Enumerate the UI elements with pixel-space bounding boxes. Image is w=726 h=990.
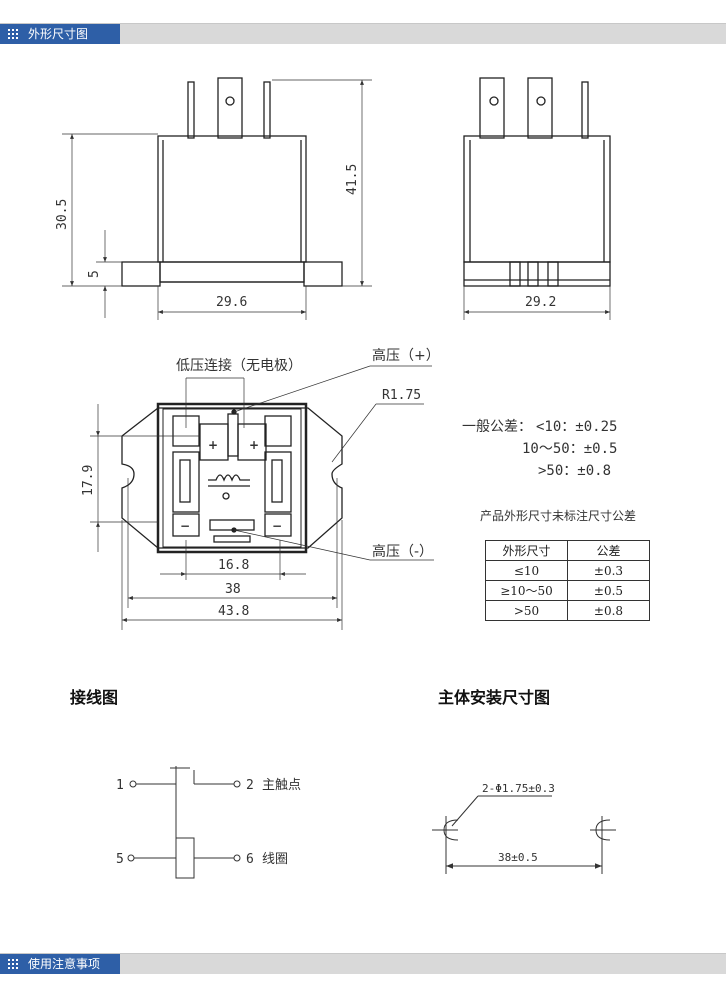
bottom-view-callouts (90, 365, 434, 630)
front-view-dims (62, 79, 372, 320)
low-voltage-label: 低压连接（无电极） (176, 357, 302, 374)
radius-label: R1.75 (382, 388, 421, 403)
table-row: ≥10～50 ±0.5 (485, 580, 650, 601)
side-view (463, 77, 611, 287)
table-header: 外形尺寸 (485, 540, 568, 561)
table-cell: ±0.8 (567, 600, 650, 621)
mounting-title: 主体安装尺寸图 (438, 688, 551, 707)
dim-29-2: 29.2 (525, 295, 556, 310)
dim-5: 5 (87, 270, 102, 278)
grid-icon (8, 29, 18, 39)
table-row: >50 ±0.8 (485, 600, 650, 621)
dim-17-9: 17.9 (81, 465, 96, 496)
tolerance-table: 外形尺寸 公差 ≤10 ±0.3 ≥10～50 ±0.5 >50 ±0.8 (485, 540, 650, 621)
table-cell: ±0.5 (567, 580, 650, 601)
wiring-main-contact: 主触点 (262, 778, 301, 793)
tolerance-table-caption: 产品外形尺寸未标注尺寸公差 (480, 508, 636, 523)
dim-38: 38 (225, 582, 241, 597)
section-bar-dimensions: 外形尺寸图 (0, 23, 726, 44)
wiring-title: 接线图 (70, 688, 119, 707)
general-tolerance-line3: >50：±0.8 (538, 463, 611, 479)
table-cell: ±0.3 (567, 560, 650, 581)
section-tab-dimensions: 外形尺寸图 (0, 24, 120, 44)
table-cell: ≥10～50 (485, 580, 568, 601)
table-cell: >50 (485, 600, 568, 621)
dim-29-6: 29.6 (216, 295, 247, 310)
mounting-hole-label: 2-Φ1.75±0.3 (482, 782, 555, 795)
grid-icon (8, 959, 18, 969)
dim-16-8: 16.8 (218, 558, 249, 573)
high-minus-label: 高压（-） (372, 543, 433, 560)
dim-30-5: 30.5 (55, 199, 70, 230)
minus-left: − (180, 519, 190, 533)
dim-41-5: 41.5 (345, 164, 360, 195)
wiring-pin-2: 2 (246, 778, 254, 793)
mounting-spacing-label: 38±0.5 (498, 851, 538, 864)
table-header: 公差 (567, 540, 650, 561)
section-tab-usage: 使用注意事项 (0, 954, 120, 974)
plus-right: + (249, 438, 259, 452)
section-title-usage: 使用注意事项 (28, 957, 101, 971)
table-row: ≤10 ±0.3 (485, 560, 650, 581)
mounting-diagram (432, 795, 616, 874)
high-plus-label: 高压（+） (372, 347, 440, 364)
minus-right: − (272, 519, 282, 533)
wiring-pin-1: 1 (116, 778, 124, 793)
wiring-coil: 线圈 (262, 852, 288, 867)
table-header-row: 外形尺寸 公差 (485, 540, 650, 561)
side-view-dims (463, 286, 611, 320)
table-cell: ≤10 (485, 560, 568, 581)
bottom-view (121, 402, 343, 554)
plus-left: + (208, 438, 218, 452)
section-title-dimensions: 外形尺寸图 (28, 27, 89, 41)
wiring-pin-5: 5 (116, 852, 124, 867)
wiring-diagram (127, 766, 241, 879)
section-bar-usage: 使用注意事项 (0, 953, 726, 974)
dim-43-8: 43.8 (218, 604, 249, 619)
wiring-pin-6: 6 (246, 852, 254, 867)
general-tolerance-line1: <10：±0.25 (536, 419, 617, 435)
front-view (121, 77, 343, 287)
general-tolerance-prefix: 一般公差： (462, 419, 532, 435)
general-tolerance-line2: 10～50：±0.5 (522, 441, 617, 457)
